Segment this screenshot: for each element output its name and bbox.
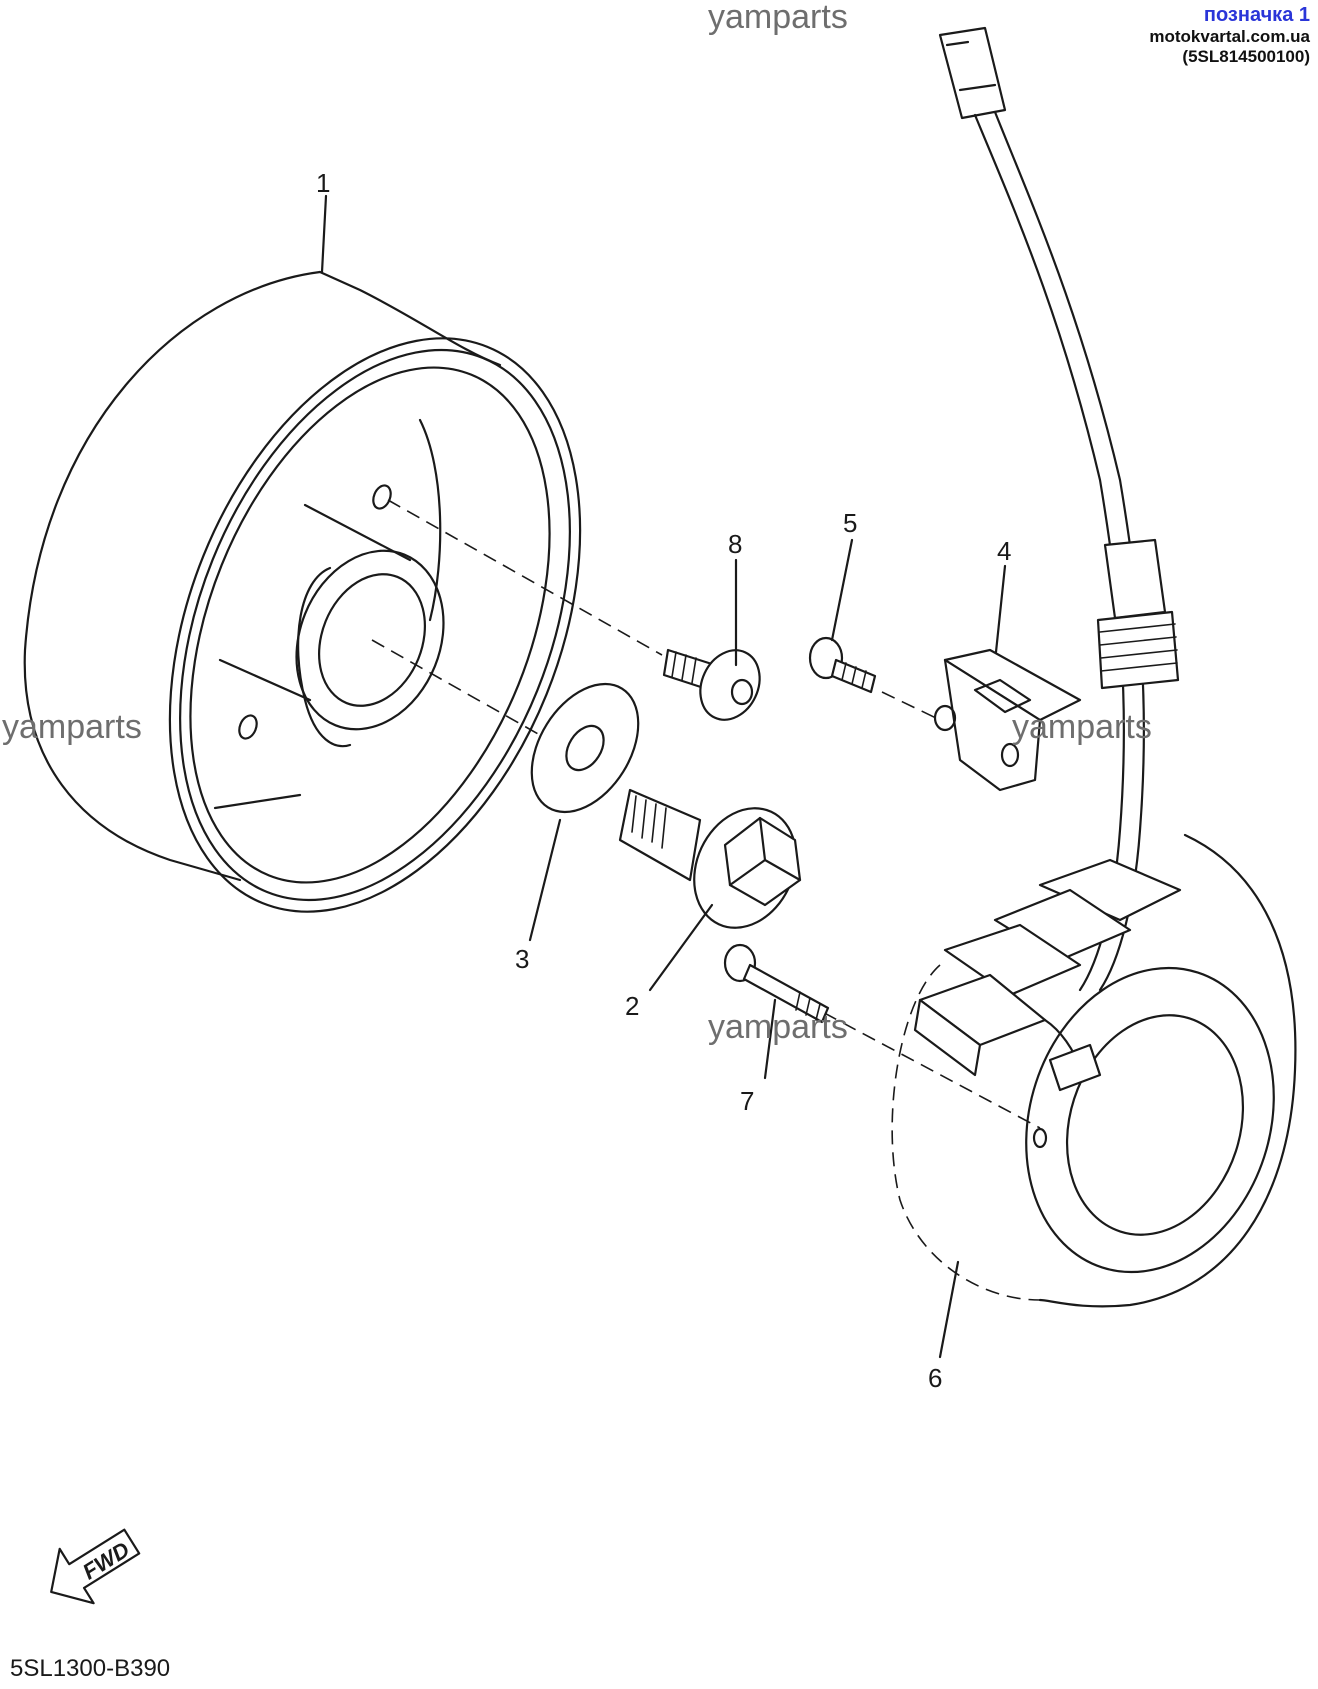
alignment-line bbox=[371, 639, 541, 736]
watermark: yamparts bbox=[708, 1008, 848, 1046]
alignment-line bbox=[784, 991, 1041, 1129]
watermark: yamparts bbox=[2, 708, 142, 746]
washer-part-3 bbox=[530, 682, 640, 814]
diagram-code: 5SL1300-B390 bbox=[10, 1655, 170, 1682]
pickup-part-4 bbox=[933, 648, 1082, 792]
screw-part-7 bbox=[723, 943, 830, 1024]
rotor-part-1 bbox=[23, 270, 582, 913]
callout-8: 8 bbox=[728, 529, 742, 559]
watermark: yamparts bbox=[708, 0, 848, 36]
fwd-arrow-icon: FWD bbox=[50, 1528, 141, 1605]
callout-4: 4 bbox=[997, 536, 1011, 566]
badge-source: motokvartal.com.ua (5SL814500100) bbox=[1149, 27, 1310, 66]
callout-7: 7 bbox=[740, 1086, 754, 1116]
bolt-part-2 bbox=[618, 788, 802, 929]
source-badge: позначка 1 motokvartal.com.ua (5SL814500… bbox=[1020, 4, 1310, 67]
callout-5: 5 bbox=[843, 508, 857, 538]
wire-harness bbox=[938, 26, 1180, 992]
badge-label: позначка 1 bbox=[1203, 4, 1310, 26]
callout-1: 1 bbox=[316, 168, 330, 198]
screw-part-5 bbox=[808, 636, 877, 694]
callout-2: 2 bbox=[625, 991, 639, 1021]
stator-part-6 bbox=[891, 833, 1297, 1308]
bolt-part-8 bbox=[662, 648, 761, 721]
watermark: yamparts bbox=[1012, 708, 1152, 746]
leader-lines bbox=[320, 194, 1007, 1359]
alignment-line bbox=[881, 691, 937, 719]
callout-6: 6 bbox=[928, 1363, 942, 1393]
callout-3: 3 bbox=[515, 944, 529, 974]
alignment-line bbox=[387, 499, 663, 656]
